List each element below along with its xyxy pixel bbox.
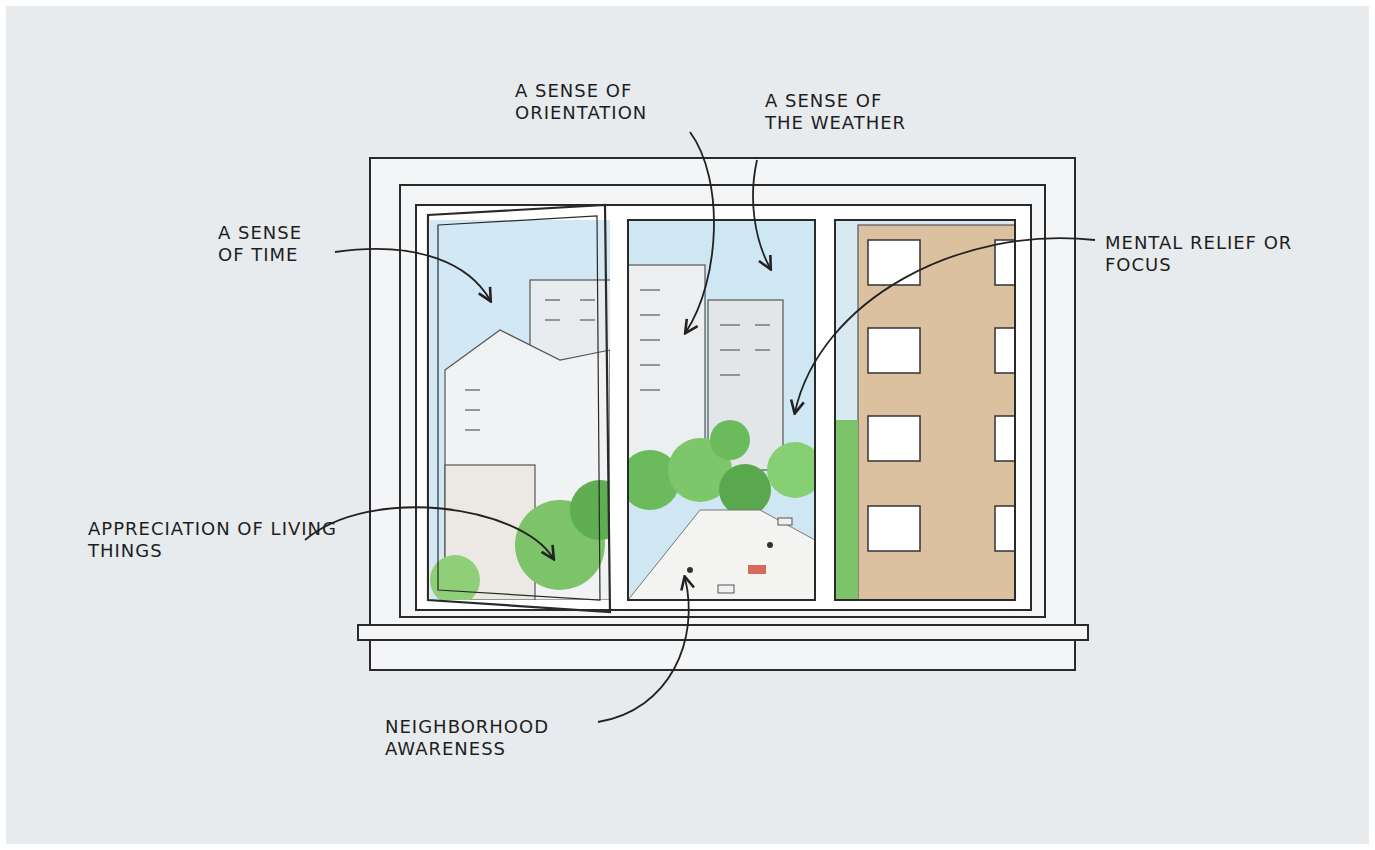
callout-label: A SENSE OF THE WEATHER (765, 90, 925, 134)
callout-label: MENTAL RELIEF OR FOCUS (1105, 232, 1295, 276)
middle-pane-scene (628, 220, 815, 600)
casement-glass (438, 216, 600, 600)
callout-label: A SENSE OF ORIENTATION (515, 80, 705, 124)
right-pane-scene (835, 220, 1015, 600)
window-frame (358, 158, 1088, 670)
background (6, 6, 1369, 844)
callout-label: NEIGHBORHOOD AWARENESS (385, 716, 595, 760)
callout-label: APPRECIATION OF LIVING THINGS (88, 518, 338, 562)
callout-label: A SENSE OF TIME (218, 222, 330, 266)
left-pane-scene (430, 220, 610, 600)
leader-arrows (305, 132, 1095, 722)
middle-pane (628, 220, 815, 600)
right-pane (835, 220, 1015, 600)
